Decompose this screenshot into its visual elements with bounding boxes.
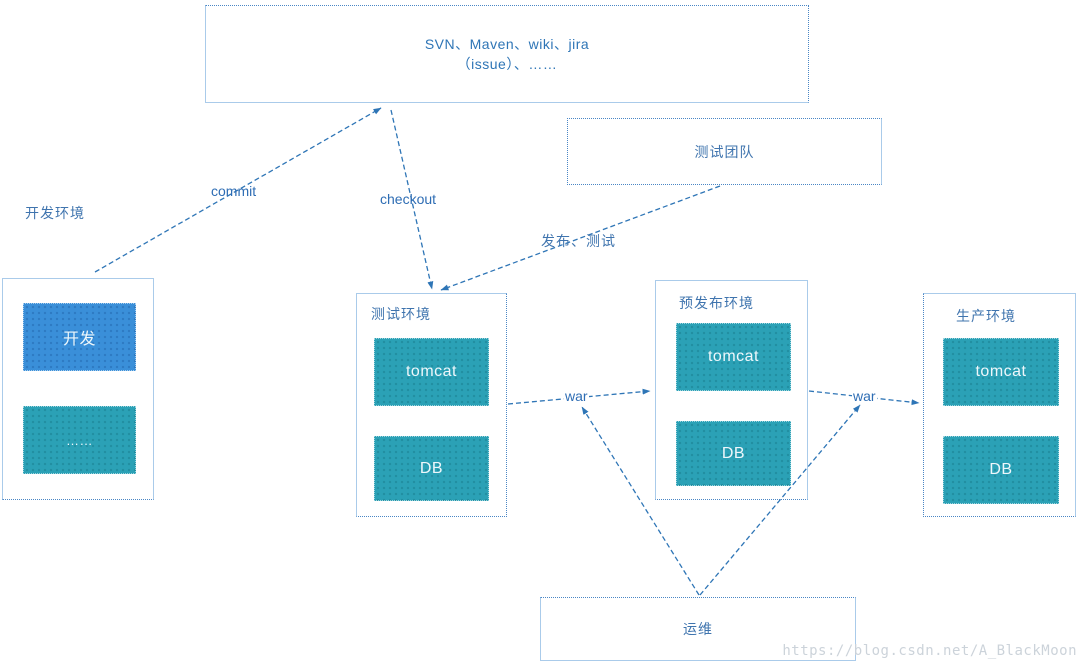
war-label-staging-prod: war <box>852 388 877 404</box>
prod-env-container: 生产环境 tomcat DB <box>923 293 1076 517</box>
dev-env-container: 开发 …… <box>2 278 154 500</box>
release-test-arrow-label: 发布、测试 <box>541 233 616 249</box>
dev-env-title: 开发环境 <box>25 205 85 221</box>
test-env-title: 测试环境 <box>371 306 431 322</box>
tools-box: SVN、Maven、wiki、jira （issue）、…… <box>205 5 809 103</box>
test-db-node: DB <box>374 436 489 501</box>
staging-tomcat-label: tomcat <box>707 348 759 365</box>
staging-tomcat-node: tomcat <box>676 323 791 391</box>
ops-box: 运维 <box>540 597 856 661</box>
tools-box-line1: SVN、Maven、wiki、jira <box>424 36 590 52</box>
test-team-box: 测试团队 <box>567 118 882 185</box>
dev-ellipsis-node: …… <box>23 406 136 474</box>
tools-box-line2: （issue）、…… <box>456 56 558 72</box>
test-tomcat-node: tomcat <box>374 338 489 406</box>
ops-label: 运维 <box>683 621 713 637</box>
test-db-label: DB <box>419 459 444 477</box>
prod-db-label: DB <box>989 461 1013 478</box>
dev-node-label: 开发 <box>62 331 96 348</box>
staging-db-node: DB <box>676 421 791 486</box>
test-tomcat-label: tomcat <box>405 363 457 380</box>
war-label-test-staging: war <box>564 388 589 404</box>
prod-tomcat-node: tomcat <box>943 338 1059 406</box>
dev-ellipsis-label: …… <box>66 432 93 448</box>
prod-db-node: DB <box>943 436 1059 504</box>
test-team-label: 测试团队 <box>694 143 755 160</box>
prod-tomcat-label: tomcat <box>975 363 1027 380</box>
prod-env-title: 生产环境 <box>956 308 1016 324</box>
checkout-arrow-label: checkout <box>380 191 437 207</box>
staging-env-container: 预发布环境 tomcat DB <box>655 280 808 500</box>
staging-db-label: DB <box>721 444 746 462</box>
staging-env-title: 预发布环境 <box>679 295 754 311</box>
test-env-container: 测试环境 tomcat DB <box>356 293 507 517</box>
dev-node: 开发 <box>23 303 136 371</box>
commit-arrow-label: commit <box>211 183 257 199</box>
watermark-url: https://blog.csdn.net/A_BlackMoon <box>782 643 1077 659</box>
